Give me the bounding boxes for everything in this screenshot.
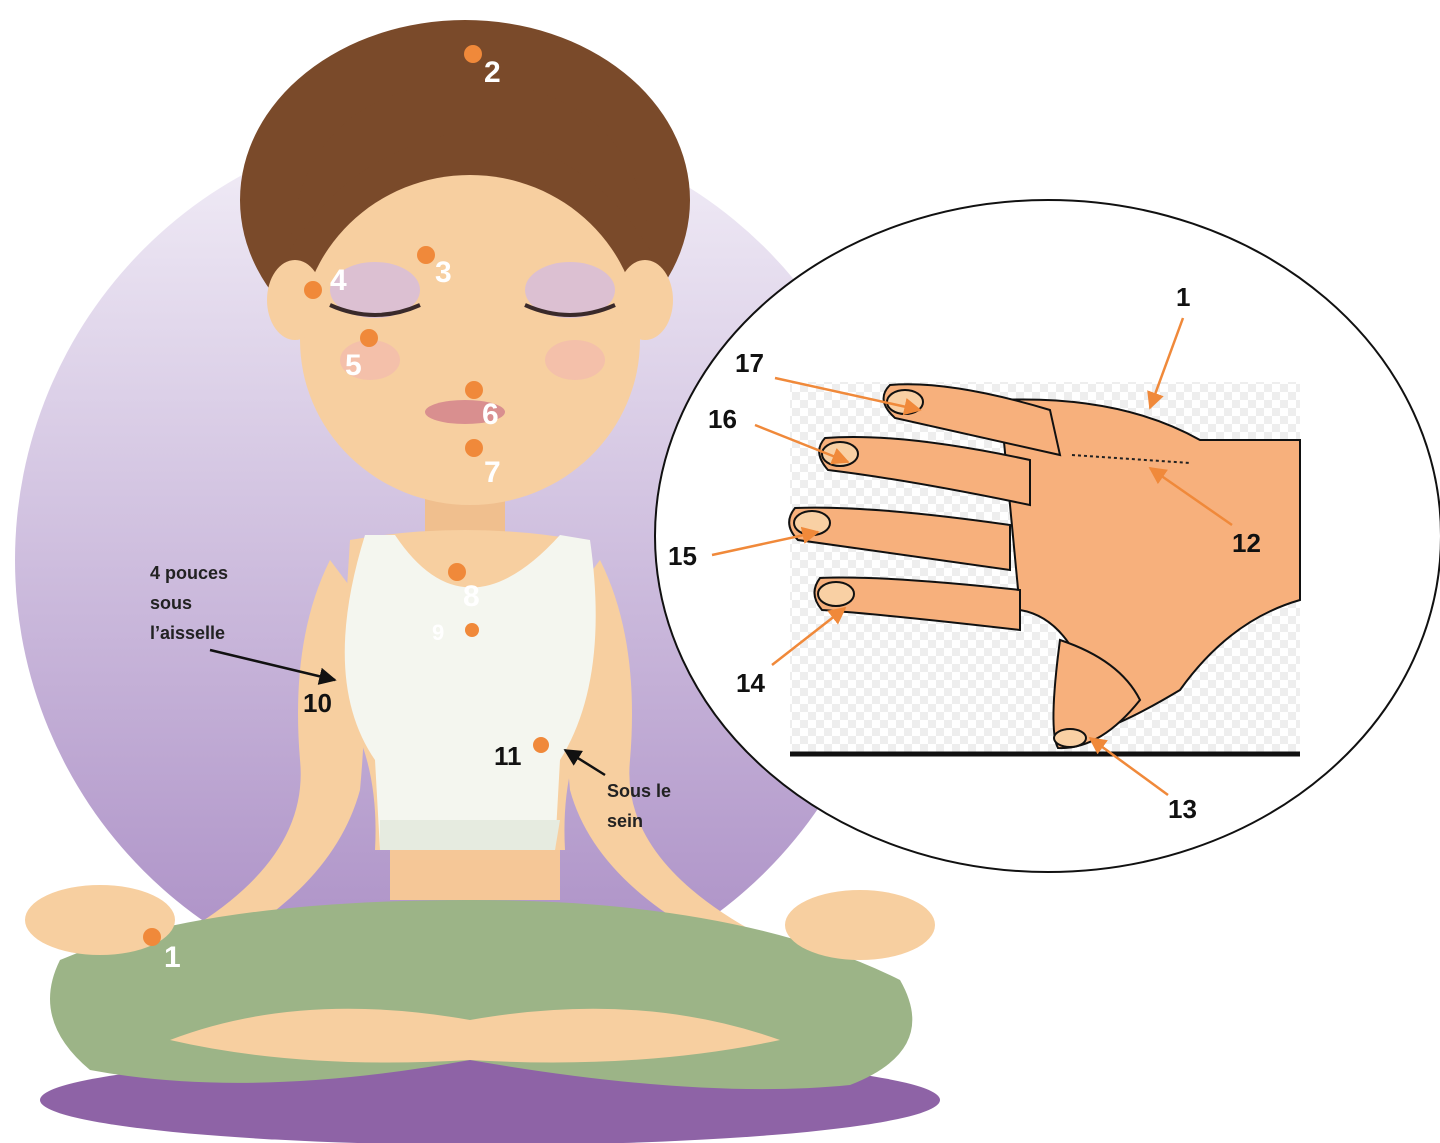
- note-line: l’aisselle: [150, 623, 225, 643]
- point-dot: [533, 737, 549, 753]
- point-label: 4: [330, 264, 347, 297]
- point-dot: [360, 329, 378, 347]
- hand-label: 14: [736, 668, 765, 698]
- point-dot: [465, 381, 483, 399]
- note-line: sein: [607, 811, 643, 831]
- right-hand: [785, 890, 935, 960]
- hand-inset: 1 12 13 14 15 16 17: [655, 200, 1440, 872]
- pants: [50, 900, 912, 1089]
- hand-label: 17: [735, 348, 764, 378]
- point-label: 5: [345, 349, 362, 382]
- note-line: 4 pouces: [150, 563, 228, 583]
- hand-label: 1: [1176, 282, 1190, 312]
- hand-label: 12: [1232, 528, 1261, 558]
- point-label: 10: [303, 688, 332, 718]
- hand-label: 15: [668, 541, 697, 571]
- point-dot: [304, 281, 322, 299]
- note-line: sous: [150, 593, 192, 613]
- point-label: 9: [432, 620, 444, 645]
- point-dot: [143, 928, 161, 946]
- hand-label: 13: [1168, 794, 1197, 824]
- point-dot: [417, 246, 435, 264]
- point-dot: [465, 439, 483, 457]
- point-dot: [464, 45, 482, 63]
- point-label: 2: [484, 56, 501, 89]
- point-dot: [465, 623, 479, 637]
- point-dot: [448, 563, 466, 581]
- point-label: 6: [482, 398, 499, 431]
- note-line: Sous le: [607, 781, 671, 801]
- point-label: 1: [164, 941, 181, 974]
- point-label: 8: [463, 580, 480, 613]
- point-label: 7: [484, 456, 501, 489]
- point-label: 3: [435, 256, 452, 289]
- point-label: 11: [494, 741, 522, 771]
- hand-label: 16: [708, 404, 737, 434]
